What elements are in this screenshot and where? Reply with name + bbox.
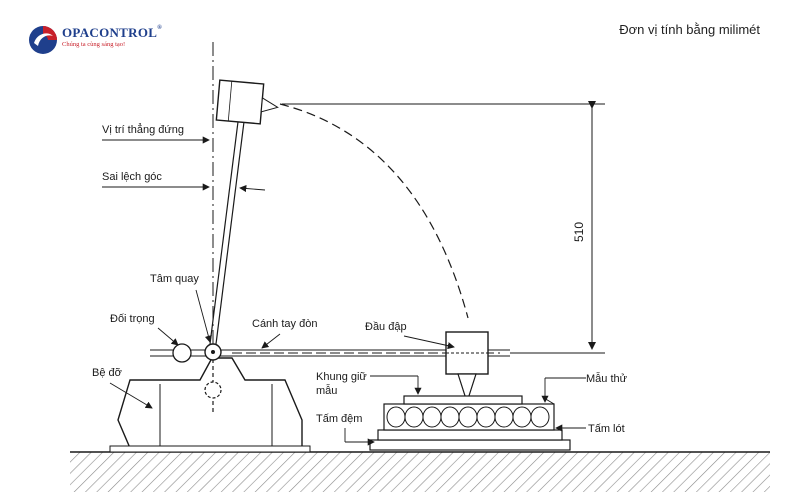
svg-text:Cánh tay đòn: Cánh tay đòn	[252, 318, 317, 330]
counterweight	[172, 343, 192, 363]
raised-striker-head	[215, 79, 279, 125]
svg-text:Đầu đập: Đầu đập	[365, 321, 407, 333]
unit-note: Đơn vị tính bằng milimét	[619, 22, 760, 37]
label-angle-deviation: Sai lệch góc	[102, 171, 266, 193]
tilted-arm	[209, 89, 249, 345]
label-pad: Tấm đệm	[316, 413, 375, 446]
label-striker-head: Đầu đập	[365, 321, 455, 350]
lower-counter-bob	[204, 352, 222, 412]
svg-text:Mẫu thử: Mẫu thử	[586, 372, 628, 385]
swing-arc	[279, 103, 469, 319]
logo-name: OPACONTROL®	[62, 25, 163, 40]
svg-text:Tâm quay: Tâm quay	[150, 273, 199, 285]
label-arm: Cánh tay đòn	[252, 318, 317, 349]
logo-tagline: Chúng ta cùng sáng tạo!	[62, 41, 126, 48]
svg-text:Khung giữ: Khung giữ	[316, 371, 367, 383]
base-stand	[109, 357, 311, 453]
label-sample-frame: Khung giữ mẫu	[316, 371, 422, 397]
svg-text:Bệ đỡ: Bệ đỡ	[92, 367, 122, 379]
svg-text:Đối trọng: Đối trọng	[110, 313, 155, 325]
svg-text:mẫu: mẫu	[316, 384, 337, 397]
label-liner: Tấm lót	[555, 423, 625, 435]
label-pivot: Tâm quay	[150, 273, 212, 343]
svg-text:Tấm đệm: Tấm đệm	[316, 413, 362, 425]
brand-logo: OPACONTROL® Chúng ta cùng sáng tạo!	[28, 22, 178, 58]
svg-text:Vị trí thẳng đứng: Vị trí thẳng đứng	[102, 123, 184, 136]
svg-text:Tấm lót: Tấm lót	[588, 423, 625, 435]
label-counterweight: Đối trọng	[110, 313, 179, 346]
ground	[70, 451, 770, 492]
dimension-510: 510	[282, 101, 605, 354]
label-base: Bệ đỡ	[92, 367, 153, 409]
specimen-assembly	[369, 395, 571, 451]
dimension-label: 510	[572, 222, 586, 242]
svg-text:Sai lệch góc: Sai lệch góc	[102, 171, 162, 183]
striker-head	[445, 331, 489, 404]
logo-mark-icon	[29, 26, 57, 54]
label-vertical-position: Vị trí thẳng đứng	[102, 123, 210, 144]
label-specimen: Mẫu thử	[541, 372, 628, 403]
specimen-cells	[386, 406, 550, 428]
